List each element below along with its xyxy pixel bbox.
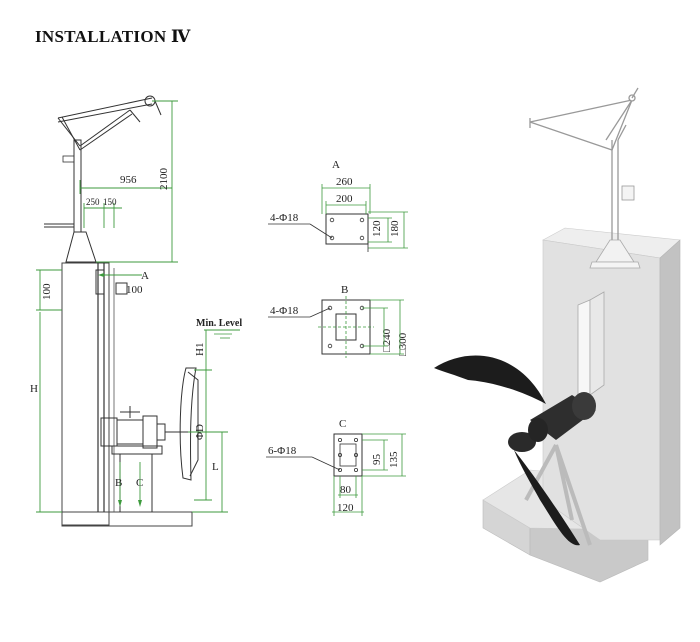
min-level-label: Min. Level bbox=[196, 318, 242, 329]
detail-b-dim-300: □300 bbox=[397, 332, 409, 356]
detail-c-holes: 6-Φ18 bbox=[268, 445, 297, 457]
main-side-view: Min. Level bbox=[30, 95, 242, 527]
detail-a-dim-260: 260 bbox=[336, 176, 353, 188]
page-title: INSTALLATION Ⅳ bbox=[35, 27, 191, 46]
guide-rail-3d bbox=[577, 299, 591, 401]
dim-250: 250 bbox=[86, 197, 100, 207]
mounting-bracket bbox=[95, 269, 128, 295]
dim-100-horizontal: 100 bbox=[126, 284, 143, 296]
detail-b-dim-240: □240 bbox=[381, 328, 393, 352]
concrete-wall-front bbox=[542, 239, 661, 541]
support-frame-3d bbox=[524, 444, 592, 546]
dim-h1: H1 bbox=[194, 343, 206, 356]
detail-a-label: A bbox=[332, 159, 340, 171]
propeller-hub bbox=[508, 432, 536, 452]
detail-b: B 4-Φ18 □240 □300 bbox=[268, 284, 409, 358]
detail-a-dim-120: 120 bbox=[371, 220, 383, 237]
dim-150: 150 bbox=[103, 197, 117, 207]
detail-c-dim-95: 95 bbox=[371, 454, 383, 466]
detail-a-dim-200: 200 bbox=[336, 193, 353, 205]
dim-phi-d: ΦD bbox=[194, 424, 206, 440]
dim-956: 956 bbox=[120, 174, 137, 186]
detail-c: C 6-Φ18 95 135 80 120 bbox=[266, 418, 406, 516]
detail-c-dim-120: 120 bbox=[337, 502, 354, 514]
detail-a: A 260 200 4-Φ18 120 180 bbox=[268, 159, 408, 252]
label-c-marker: C bbox=[136, 477, 143, 489]
detail-a-dim-180: 180 bbox=[389, 220, 401, 237]
label-b-marker: B bbox=[115, 477, 122, 489]
dim-h: H bbox=[30, 383, 38, 395]
detail-b-label: B bbox=[341, 284, 348, 296]
propeller-blade-lower bbox=[514, 450, 580, 546]
detail-c-dim-80: 80 bbox=[340, 484, 352, 496]
installation-render bbox=[434, 87, 681, 583]
detail-a-holes: 4-Φ18 bbox=[270, 212, 299, 224]
dim-100-vertical: 100 bbox=[41, 283, 53, 300]
dim-2100: 2100 bbox=[158, 168, 170, 191]
wall-outline bbox=[61, 262, 110, 526]
floor-slab bbox=[61, 511, 193, 527]
concrete-wall-side bbox=[659, 239, 681, 546]
davit-boom bbox=[57, 95, 162, 151]
dim-l: L bbox=[212, 461, 219, 473]
detail-b-holes: 4-Φ18 bbox=[270, 305, 299, 317]
propeller-side bbox=[176, 367, 199, 481]
label-a-marker: A bbox=[141, 270, 149, 282]
davit-base bbox=[65, 231, 97, 263]
detail-c-label: C bbox=[339, 418, 346, 430]
detail-c-dim-135: 135 bbox=[388, 451, 400, 468]
winch-icon bbox=[621, 185, 635, 201]
min-level-marker: Min. Level bbox=[196, 318, 242, 339]
davit-crane-3d bbox=[529, 87, 639, 262]
propeller-blade-upper bbox=[434, 355, 546, 404]
